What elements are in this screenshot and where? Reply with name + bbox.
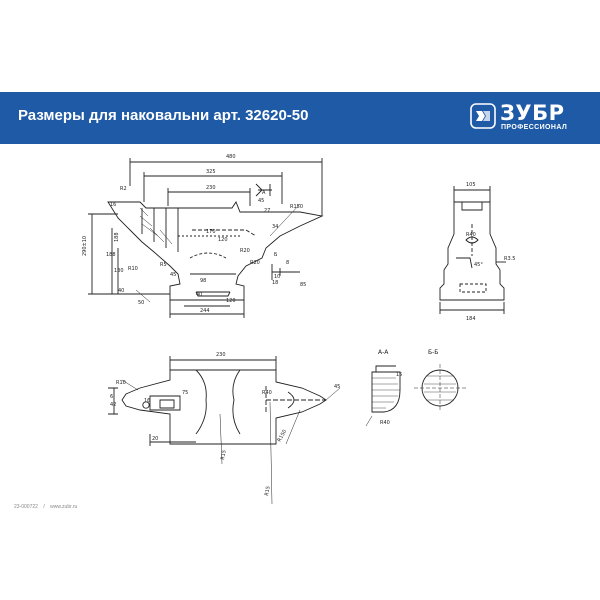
dim-label: R5: [160, 262, 167, 268]
website-link[interactable]: www.zubr.ru: [50, 504, 78, 510]
brand-subtitle: ПРОФЕССИОНАЛ: [501, 124, 568, 131]
section-a-a-label: А-А: [378, 349, 389, 356]
dim-label: R150: [277, 429, 289, 443]
brand-emblem-icon: [470, 103, 496, 129]
dim-label: 15: [396, 372, 402, 378]
dim-label: R40: [262, 390, 272, 396]
dim-label: 50: [138, 300, 144, 306]
dim-label: R10: [128, 266, 138, 272]
dim-label: 244: [200, 308, 210, 314]
anvil-plan-view: [108, 356, 341, 504]
dim-label: R20: [250, 260, 260, 266]
dim-label: 85: [300, 282, 306, 288]
anvil-side-view: [88, 158, 324, 318]
anvil-end-view: [439, 186, 506, 314]
dim-label: 40: [196, 292, 202, 298]
section-b-b: [414, 364, 466, 412]
dim-label: 130: [114, 268, 124, 274]
dim-label: 45: [170, 272, 176, 278]
dim-label: 75: [182, 390, 188, 396]
brand-name: ЗУБР: [500, 101, 565, 125]
dim-label: 325: [206, 169, 216, 175]
dim-label: R2: [120, 186, 127, 192]
dim-label: 230: [216, 352, 226, 358]
dim-label: 45°: [474, 262, 483, 268]
dim-label: R10: [116, 380, 126, 386]
dim-label: 290±10: [82, 236, 88, 256]
section-a-a: [365, 365, 401, 427]
dim-label: 120: [218, 237, 228, 243]
dim-label: 480: [226, 154, 236, 160]
dim-label: R150: [290, 204, 303, 210]
dim-label: 188: [114, 232, 120, 242]
dim-label: R20: [240, 248, 250, 254]
anvil-technical-drawing: 480 325 230 170 120 45 27 34 R150 R2 16 …: [82, 154, 515, 504]
dim-label: 98: [200, 278, 206, 284]
dim-label: 16: [110, 202, 116, 208]
dim-label: А: [262, 190, 266, 196]
dim-label: R15: [220, 450, 228, 461]
dim-label: R40: [380, 420, 390, 426]
title-banner: Размеры для наковальни арт. 32620-50 ЗУБ…: [0, 92, 600, 144]
dim-label: 42: [110, 402, 116, 408]
brand-logo: ЗУБР ПРОФЕССИОНАЛ: [470, 100, 590, 136]
dim-label: 10: [274, 274, 280, 280]
dim-label: 6: [110, 394, 113, 400]
article-code: 23-000722: [14, 504, 38, 510]
dim-label: R15: [264, 486, 272, 497]
footer-separator: /: [43, 504, 45, 510]
dim-label: 188: [106, 252, 116, 258]
dim-label: 170: [206, 229, 216, 235]
dim-label: 40: [118, 288, 124, 294]
dim-label: 8: [286, 260, 289, 266]
dim-label: 45: [258, 198, 264, 204]
dim-label: R3.5: [504, 256, 515, 262]
dim-label: 27: [264, 208, 270, 214]
dim-label: 105: [466, 182, 476, 188]
dim-label: 120: [226, 298, 236, 304]
dim-label: 18: [272, 280, 278, 286]
dim-label: Б: [274, 252, 278, 258]
section-b-b-label: Б-Б: [428, 349, 438, 356]
page-title: Размеры для наковальни арт. 32620-50: [18, 107, 309, 124]
dim-label: R40: [466, 232, 476, 238]
dim-label: 184: [466, 316, 476, 322]
footer: 23-000722 / www.zubr.ru: [14, 504, 81, 510]
dim-label: 45: [334, 384, 340, 390]
dim-label: 230: [206, 185, 216, 191]
dim-label: 34: [272, 224, 278, 230]
dim-label: 16: [144, 398, 150, 404]
dim-label: 20: [152, 436, 158, 442]
